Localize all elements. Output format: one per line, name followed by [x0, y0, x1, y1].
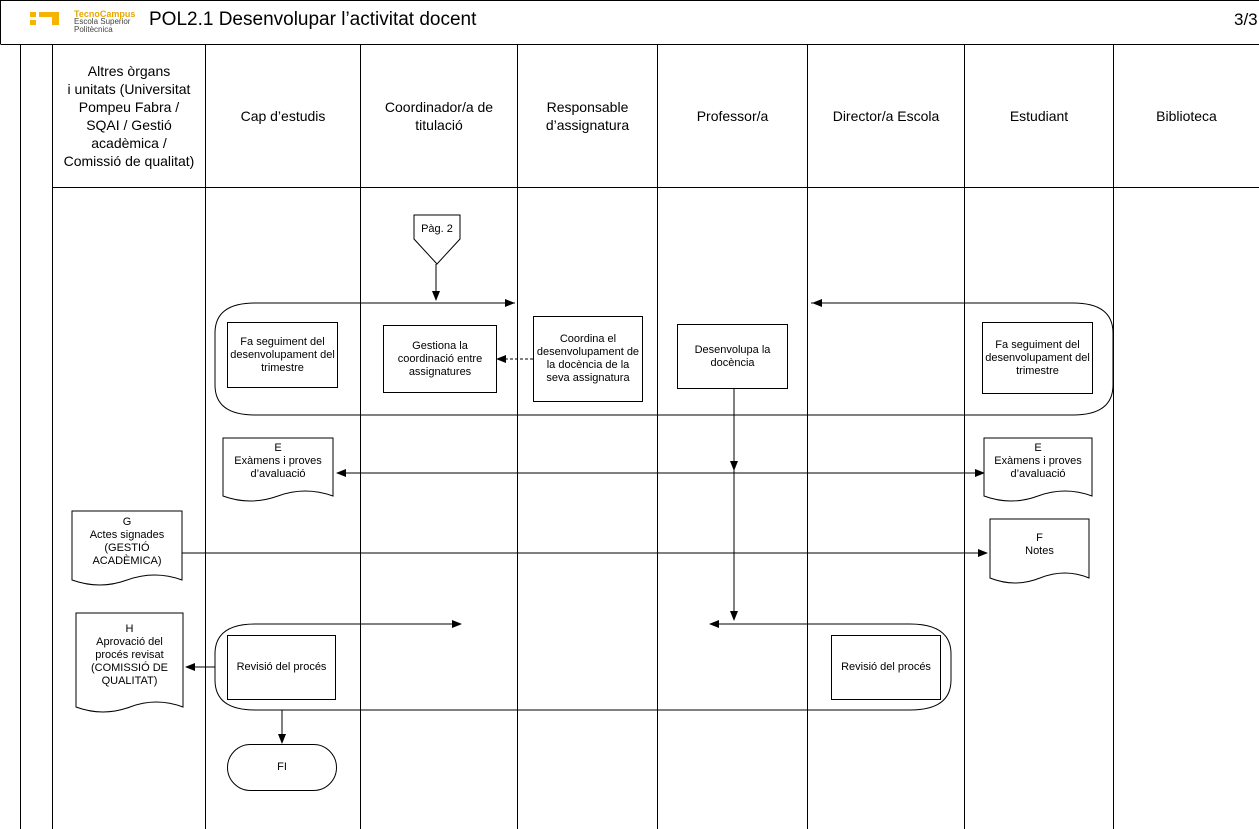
terminator-fi: FI: [227, 744, 337, 791]
process-coord-gestiona: Gestiona la coordinació entre assignatur…: [383, 325, 497, 393]
lane-header-altres: Altres òrgans i unitats (Universitat Pom…: [63, 63, 195, 169]
group-seguiment: [214, 302, 1114, 416]
logo-line2: Escola Superior: [74, 17, 131, 26]
tecnocampus-logo: TecnoCampus Escola Superior Politècnica: [30, 10, 135, 41]
lane-header-responsable: Responsable d’assignatura: [545, 99, 630, 133]
lane-header-estudiant: Estudiant: [1009, 108, 1069, 124]
lane-header-biblioteca: Biblioteca: [1156, 108, 1217, 124]
process-est-seguiment: Fa seguiment del desenvolupament del tri…: [982, 322, 1093, 394]
lane-header-coordinador: Coordinador/a de titulació: [384, 99, 494, 133]
doc-shape-notes: [989, 518, 1090, 584]
process-prof-desenvolupa: Desenvolupa la docència: [677, 324, 788, 389]
doc-actes: G Actes signades (GESTIÓ ACADÈMICA): [89, 516, 165, 567]
doc-shape-aprovacio: [75, 612, 184, 713]
lane-header-cap-estudis: Cap d’estudis: [240, 108, 326, 124]
page-title: POL2.1 Desenvolupar l’activitat docent: [149, 9, 477, 30]
process-resp-coordina: Coordina el desenvolupament de la docènc…: [533, 316, 643, 402]
process-cap-seguiment: Fa seguiment del desenvolupament del tri…: [227, 322, 338, 388]
document-header: TecnoCampus Escola Superior Politècnica …: [0, 0, 1259, 44]
doc-shape-cap-examens: [222, 437, 334, 502]
doc-shape-actes: [71, 510, 183, 586]
lane-header-professor: Professor/a: [696, 108, 769, 124]
doc-cap-examens: E Exàmens i proves d’avaluació: [234, 442, 322, 480]
doc-shape-est-examens: [983, 437, 1093, 502]
page-connector-shape: [413, 214, 461, 265]
logo-line1: TecnoCampus: [74, 9, 136, 19]
logo-line3: Politècnica: [74, 25, 113, 34]
lane-header-director: Director/a Escola: [832, 108, 940, 124]
process-dir-revisio: Revisió del procés: [831, 635, 941, 700]
page-connector: Pàg. 2: [421, 223, 453, 235]
doc-notes: F Notes: [1025, 532, 1054, 557]
doc-aprovacio: H Aprovació del procés revisat (COMISSIÓ…: [90, 623, 168, 687]
process-cap-revisio: Revisió del procés: [227, 635, 336, 700]
doc-est-examens: E Exàmens i proves d’avaluació: [994, 442, 1082, 480]
page-number: 3/3: [1234, 10, 1258, 29]
